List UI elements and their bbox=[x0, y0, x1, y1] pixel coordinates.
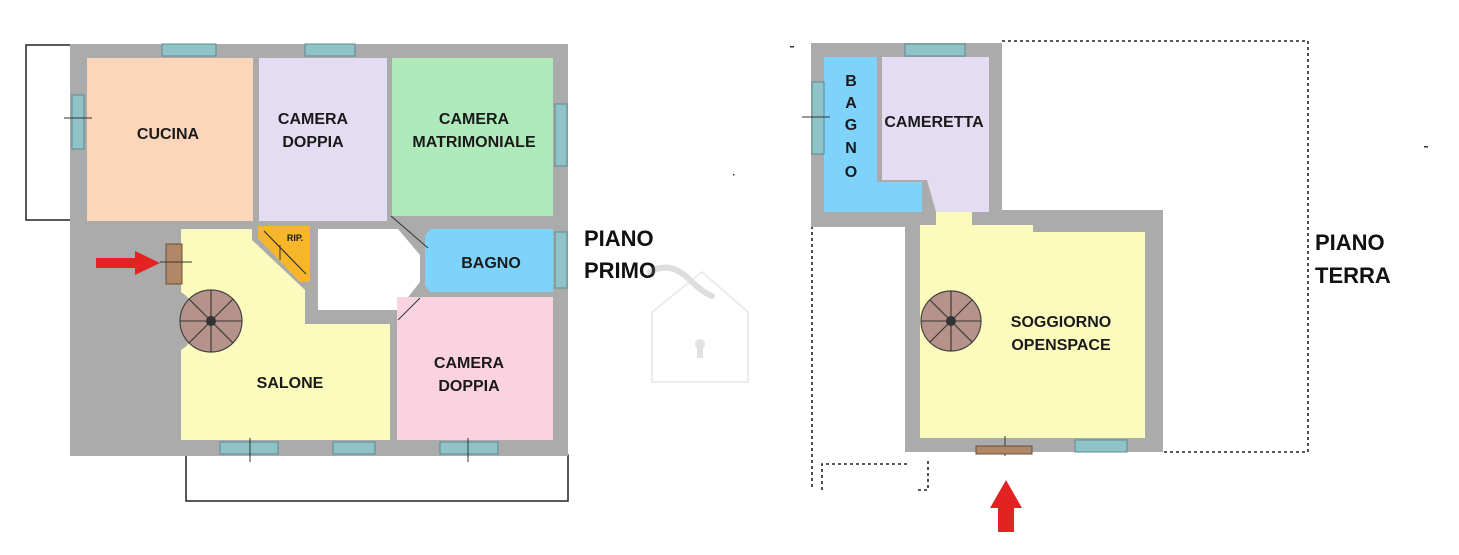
room-salone bbox=[181, 229, 390, 440]
label-bagno-ground-a: A bbox=[845, 95, 857, 112]
floor-label-terra-2: TERRA bbox=[1315, 263, 1391, 288]
room-soggiorno bbox=[920, 225, 1145, 438]
room-camera-doppia-bottom bbox=[397, 297, 553, 440]
room-ripostiglio bbox=[258, 226, 310, 282]
window-salone-bottom-2 bbox=[332, 441, 376, 455]
label-salone: SALONE bbox=[257, 375, 324, 392]
ground-floor-plan: B A G N O CAMERETTA SOGGIORNO OPENSPACE bbox=[802, 40, 1309, 532]
window-cucina-side bbox=[71, 94, 85, 150]
spiral-stair-first bbox=[179, 289, 243, 353]
label-camera-matrimoniale-1: CAMERA bbox=[439, 111, 510, 128]
label-camera-matrimoniale-2: MATRIMONIALE bbox=[412, 134, 536, 151]
window-cucina-top bbox=[161, 43, 217, 57]
outline-dotted-bottom-2 bbox=[918, 458, 929, 491]
outline-dotted-right bbox=[1002, 40, 1309, 453]
spiral-stair-ground bbox=[920, 290, 982, 352]
room-disimpegno bbox=[318, 229, 420, 310]
window-soggiorno-bottom bbox=[1074, 439, 1128, 453]
entry-door-first bbox=[165, 243, 183, 285]
room-bagno-ground bbox=[824, 57, 922, 212]
label-cucina: CUCINA bbox=[137, 126, 200, 143]
floor-label-terra-1: PIANO bbox=[1315, 230, 1385, 255]
floor-label-primo-2: PRIMO bbox=[584, 258, 656, 283]
entry-arrow-first bbox=[96, 251, 160, 275]
window-salone-bottom-1 bbox=[219, 441, 279, 455]
room-bagno bbox=[425, 229, 553, 292]
label-cameretta: CAMERETTA bbox=[884, 114, 984, 131]
label-bagno-ground-n: N bbox=[845, 140, 857, 157]
balcony-bottom bbox=[185, 454, 569, 502]
label-bagno-ground-b: B bbox=[845, 73, 857, 90]
room-cameretta bbox=[882, 57, 989, 212]
room-cucina bbox=[87, 58, 253, 221]
window-matrimoniale-side bbox=[554, 103, 568, 167]
label-camera-doppia-bottom-1: CAMERA bbox=[434, 355, 505, 372]
window-cameretta-top bbox=[904, 43, 966, 57]
watermark-logo bbox=[647, 264, 749, 383]
entry-arrow-ground bbox=[990, 480, 1022, 532]
label-bagno-ground-g: G bbox=[845, 117, 857, 134]
room-camera-matrimoniale bbox=[392, 58, 553, 216]
label-camera-doppia-top-1: CAMERA bbox=[278, 111, 349, 128]
balcony-left bbox=[25, 44, 73, 221]
label-camera-doppia-top-2: DOPPIA bbox=[282, 134, 344, 151]
window-camera-doppia-top bbox=[304, 43, 356, 57]
room-camera-doppia-top bbox=[259, 58, 387, 221]
label-bagno-ground-o: O bbox=[845, 164, 857, 181]
window-bagno-side bbox=[554, 231, 568, 289]
label-camera-doppia-bottom-2: DOPPIA bbox=[438, 378, 500, 395]
window-bagno-ground-side bbox=[811, 81, 825, 155]
label-ripostiglio: RIP. bbox=[287, 233, 303, 243]
label-soggiorno-1: SOGGIORNO bbox=[1011, 314, 1111, 331]
label-soggiorno-2: OPENSPACE bbox=[1011, 337, 1111, 354]
outline-dotted-bottom bbox=[821, 463, 910, 490]
label-bagno-first: BAGNO bbox=[461, 255, 521, 272]
entry-door-ground bbox=[975, 445, 1033, 455]
floor-label-primo-1: PIANO bbox=[584, 226, 654, 251]
window-camera-bottom bbox=[439, 441, 499, 455]
first-floor-plan: CUCINA CAMERA DOPPIA CAMERA MATRIMONIALE… bbox=[25, 43, 569, 502]
